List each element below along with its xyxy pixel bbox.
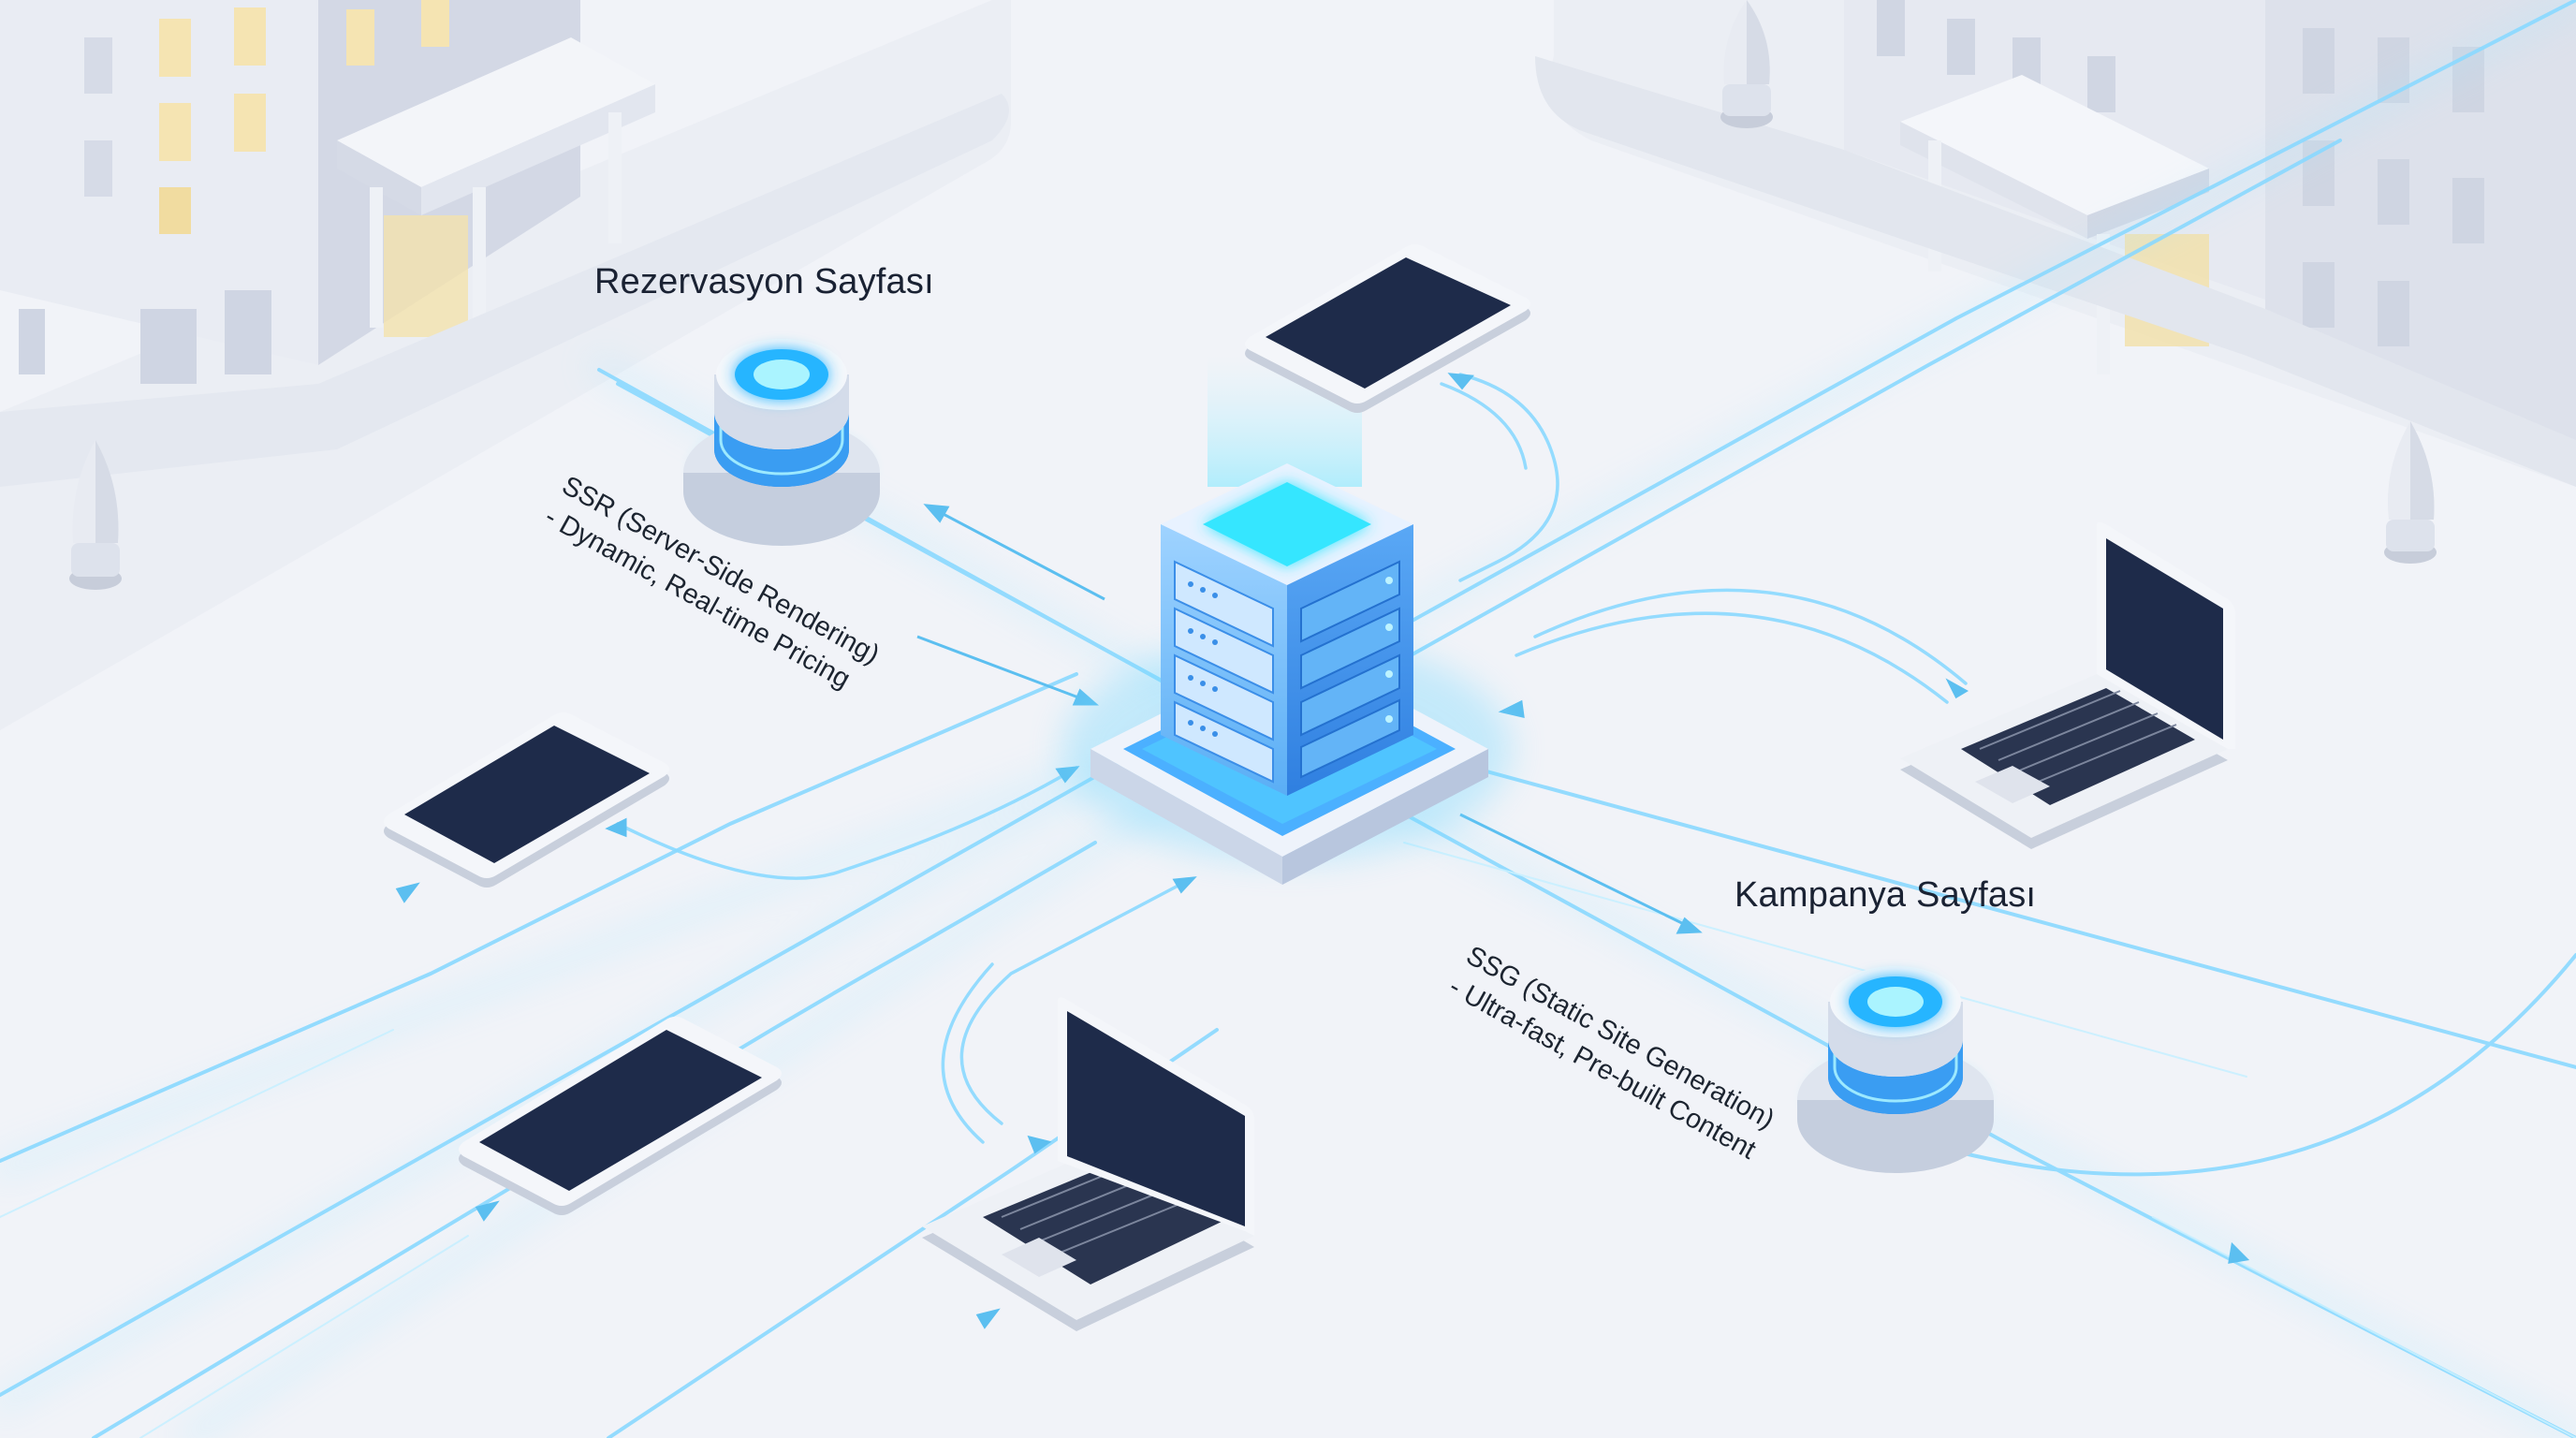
smartphone-icon xyxy=(1245,243,1530,413)
smartphone-icon xyxy=(459,1016,782,1215)
reservation-page-label: Rezervasyon Sayfası xyxy=(594,262,934,301)
tree-icon xyxy=(2384,421,2437,564)
database-node-icon xyxy=(679,339,885,546)
tree-icon xyxy=(69,440,122,590)
laptop-icon xyxy=(922,997,1254,1331)
smartphone-icon xyxy=(384,712,669,888)
building-icon xyxy=(0,0,1009,487)
server-rack-icon xyxy=(1062,356,1512,885)
tree-icon xyxy=(1720,0,1773,128)
campaign-page-label: Kampanya Sayfası xyxy=(1734,875,2037,915)
laptop-icon xyxy=(1900,521,2235,849)
database-node-icon xyxy=(1793,966,1998,1173)
